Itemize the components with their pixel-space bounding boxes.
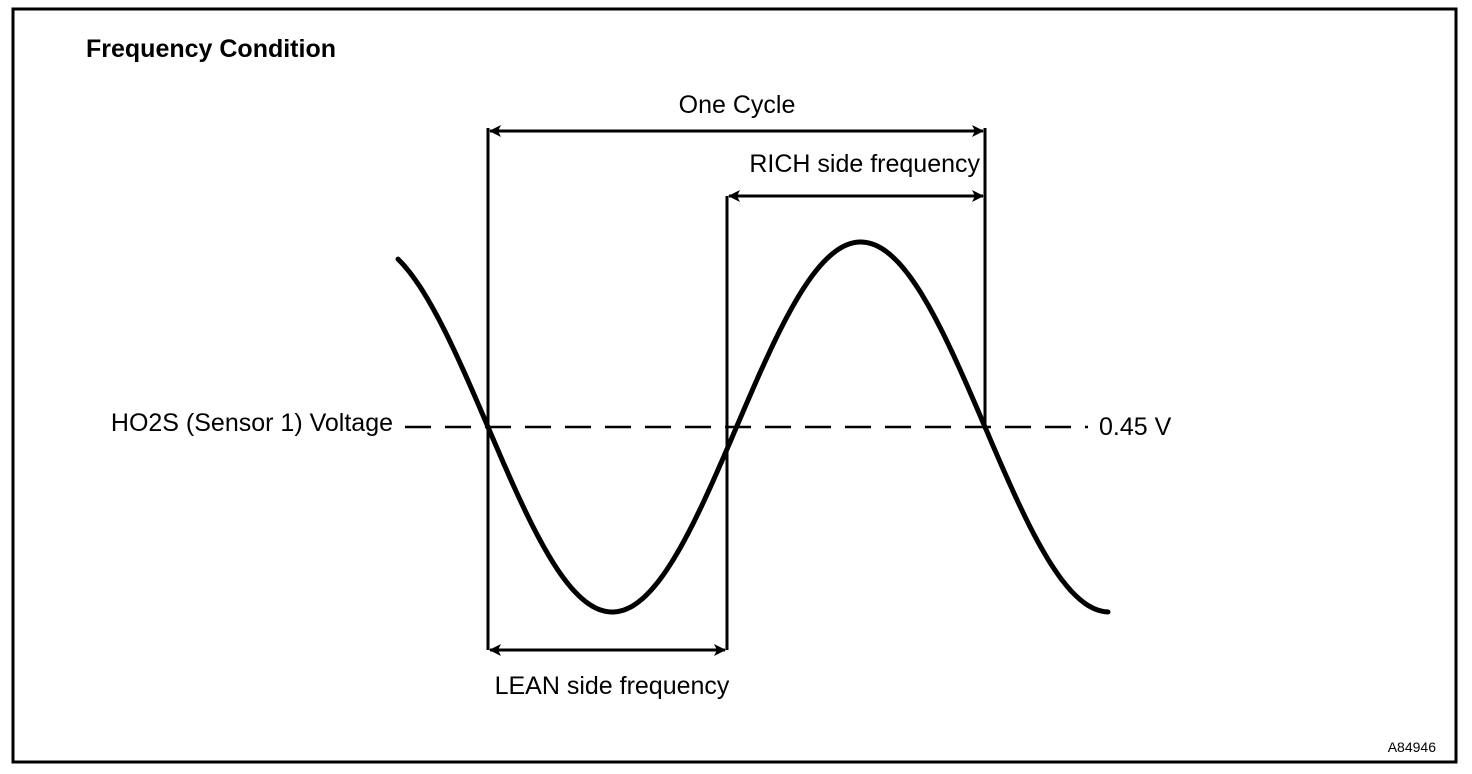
- diagram-border: [11, 7, 1458, 764]
- one-cycle-label: One Cycle: [679, 91, 796, 119]
- sensor-waveform: [395, 239, 1111, 615]
- lean-side-label: LEAN side frequency: [495, 672, 730, 700]
- rich-side-label: RICH side frequency: [749, 150, 980, 178]
- threshold-value-label: 0.45 V: [1099, 413, 1172, 441]
- diagram-title: Frequency Condition: [86, 35, 336, 63]
- voltage-label: HO2S (Sensor 1) Voltage: [111, 409, 393, 437]
- figure-id: A84946: [1388, 739, 1436, 755]
